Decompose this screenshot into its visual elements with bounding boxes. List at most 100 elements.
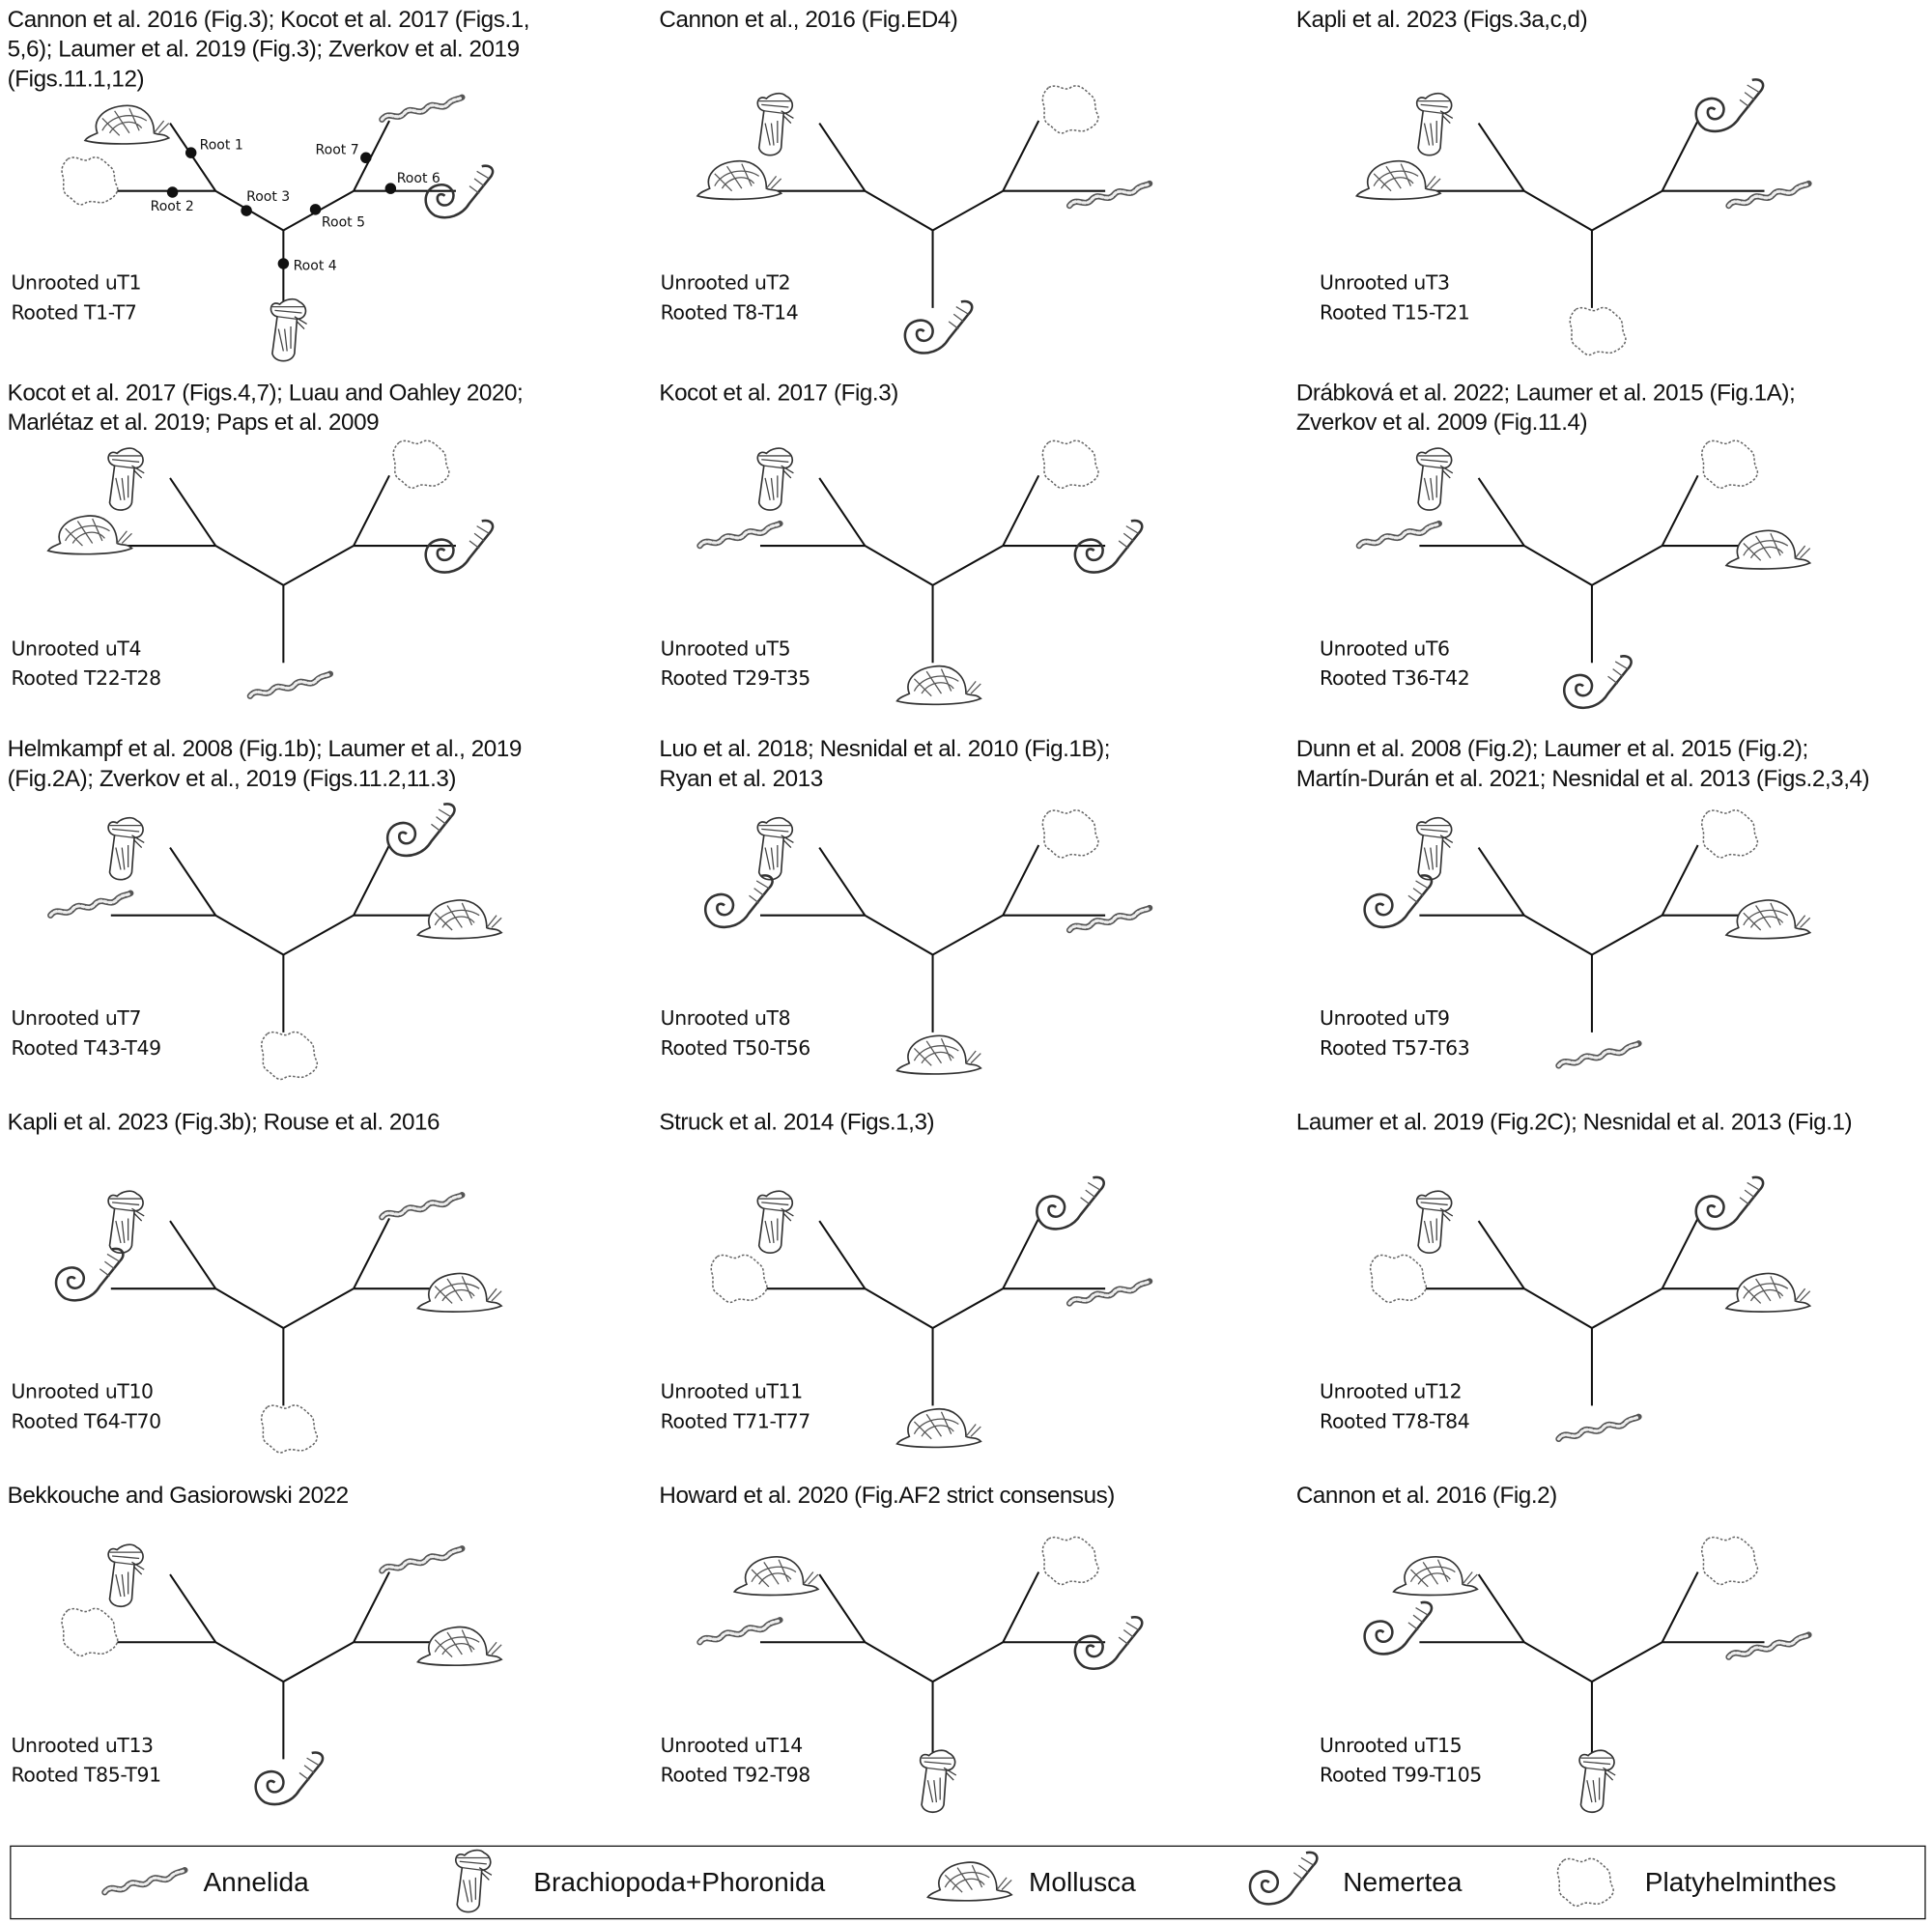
unrooted-label: Unrooted uT13 bbox=[11, 1733, 154, 1757]
unrooted-tree bbox=[47, 803, 503, 1081]
brachiopoda-icon bbox=[1415, 1190, 1454, 1255]
unrooted-label: Unrooted uT14 bbox=[660, 1733, 804, 1757]
panel-citation: Kapli et al. 2023 (Fig.3b); Rouse et al.… bbox=[8, 1109, 440, 1139]
mollusca-icon bbox=[416, 1626, 503, 1666]
rooted-label: Rooted T8-T14 bbox=[660, 300, 799, 325]
mollusca-icon bbox=[1355, 159, 1442, 201]
unrooted-label: Unrooted uT10 bbox=[11, 1379, 154, 1403]
panel-citation: Cannon et al. 2016 (Fig.3); Kocot et al.… bbox=[7, 6, 530, 95]
rooted-label: Rooted T50-T56 bbox=[660, 1035, 811, 1060]
annelida-icon bbox=[1065, 904, 1153, 934]
nemertea-icon bbox=[1248, 1851, 1319, 1906]
legend-label: Nemertea bbox=[1343, 1866, 1463, 1898]
unrooted-tree bbox=[54, 1190, 503, 1454]
mollusca-icon bbox=[926, 1861, 1013, 1902]
mollusca-icon bbox=[416, 1272, 503, 1313]
tree-branches bbox=[1419, 474, 1765, 664]
annelida-icon bbox=[1555, 1040, 1642, 1069]
root-label: Root 3 bbox=[246, 189, 290, 205]
unrooted-label: Unrooted uT6 bbox=[1320, 637, 1450, 661]
unrooted-tree bbox=[1363, 1536, 1812, 1814]
tree-branches bbox=[759, 120, 1106, 308]
tree-branches bbox=[759, 1218, 1106, 1406]
platyhelminthes-icon bbox=[1041, 439, 1099, 489]
nemertea-icon bbox=[254, 1751, 325, 1806]
platyhelminthes-icon bbox=[1556, 1857, 1614, 1908]
unrooted-tree bbox=[1355, 78, 1812, 356]
panel-citation: Kocot et al. 2017 (Figs.4,7); Luau and O… bbox=[8, 380, 524, 439]
nemertea-icon bbox=[1694, 1175, 1765, 1231]
citation-line: Drábková et al. 2022; Laumer et al. 2015… bbox=[1295, 381, 1796, 407]
nemertea-icon bbox=[903, 299, 974, 354]
unrooted-label: Unrooted uT11 bbox=[660, 1379, 804, 1403]
citation-line: Kocot et al. 2017 (Fig.3) bbox=[659, 381, 898, 407]
tree-branches bbox=[110, 844, 456, 1033]
platyhelminthes-icon bbox=[1369, 1254, 1428, 1304]
platyhelminthes-icon bbox=[1700, 809, 1759, 859]
mollusca-icon bbox=[895, 1034, 982, 1075]
tree-branches bbox=[1419, 1218, 1765, 1406]
root-label: Root 7 bbox=[316, 142, 359, 157]
citation-line: Kapli et al. 2023 (Figs.3a,c,d) bbox=[1295, 7, 1588, 34]
panel-citation: Helmkampf et al. 2008 (Fig.1b); Laumer e… bbox=[8, 735, 523, 794]
brachiopoda-icon bbox=[107, 1190, 145, 1255]
brachiopoda-icon bbox=[1578, 1749, 1616, 1814]
citation-line: Ryan et al. 2013 bbox=[659, 766, 823, 793]
annelida-icon bbox=[246, 670, 334, 699]
root-point bbox=[277, 258, 290, 269]
tree-branches bbox=[110, 1218, 456, 1406]
annelida-icon bbox=[1355, 520, 1442, 550]
mollusca-icon bbox=[1724, 1272, 1812, 1313]
platyhelminthes-icon bbox=[710, 1254, 768, 1304]
rooted-label: Rooted T1-T7 bbox=[11, 300, 137, 325]
unrooted-label: Unrooted uT3 bbox=[1320, 270, 1450, 295]
citation-line: Kocot et al. 2017 (Figs.4,7); Luau and O… bbox=[7, 381, 524, 407]
nemertea-icon bbox=[1073, 519, 1144, 574]
panel-citation: Luo et al. 2018; Nesnidal et al. 2010 (F… bbox=[659, 735, 1110, 794]
nemertea-icon bbox=[424, 519, 495, 574]
mollusca-icon bbox=[1724, 899, 1812, 940]
citation-line: Howard et al. 2020 (Fig.AF2 strict conse… bbox=[659, 1483, 1115, 1510]
citation-line: (Figs.11.1,12) bbox=[7, 66, 145, 93]
panel-citation: Howard et al. 2020 (Fig.AF2 strict conse… bbox=[659, 1482, 1115, 1512]
legend-label: Brachiopoda+Phoronida bbox=[533, 1866, 826, 1898]
brachiopoda-icon bbox=[107, 447, 145, 511]
panel-citation: Drábková et al. 2022; Laumer et al. 2015… bbox=[1296, 380, 1796, 439]
citation-line: Martín-Durán et al. 2021; Nesnidal et al… bbox=[1295, 766, 1870, 793]
brachiopoda-icon bbox=[919, 1749, 957, 1814]
citation-line: Bekkouche and Gasiorowski 2022 bbox=[7, 1483, 350, 1510]
root-label: Root 1 bbox=[200, 137, 243, 153]
brachiopoda-icon bbox=[107, 816, 145, 881]
mollusca-icon bbox=[895, 665, 982, 706]
mollusca-icon bbox=[83, 104, 171, 145]
annelida-icon bbox=[696, 520, 783, 550]
platyhelminthes-icon bbox=[1700, 1536, 1759, 1586]
rooted-label: Rooted T36-T42 bbox=[1320, 666, 1470, 691]
tree-branches bbox=[759, 844, 1106, 1033]
legend-item-brachiopoda: Brachiopoda+Phoronida bbox=[428, 1847, 826, 1918]
legend-label: Platyhelminthes bbox=[1644, 1866, 1836, 1898]
unrooted-label: Unrooted uT9 bbox=[1320, 1006, 1450, 1031]
unrooted-tree bbox=[1369, 1175, 1812, 1442]
legend-item-mollusca: Mollusca bbox=[923, 1847, 1136, 1918]
annelida-icon bbox=[379, 1545, 466, 1574]
rooted-label: Rooted T22-T28 bbox=[11, 666, 161, 691]
brachiopoda-icon bbox=[756, 1190, 794, 1255]
unrooted-label: Unrooted uT5 bbox=[660, 637, 791, 661]
mollusca-icon bbox=[732, 1556, 820, 1597]
nemertea-icon bbox=[1036, 1175, 1105, 1231]
mollusca-icon bbox=[416, 899, 503, 940]
panel-citation: Dunn et al. 2008 (Fig.2); Laumer et al. … bbox=[1295, 735, 1870, 794]
nemertea-icon bbox=[1363, 874, 1434, 929]
nemertea-icon bbox=[385, 803, 456, 858]
unrooted-label: Unrooted uT8 bbox=[660, 1006, 791, 1031]
rooted-label: Rooted T15-T21 bbox=[1320, 300, 1470, 325]
